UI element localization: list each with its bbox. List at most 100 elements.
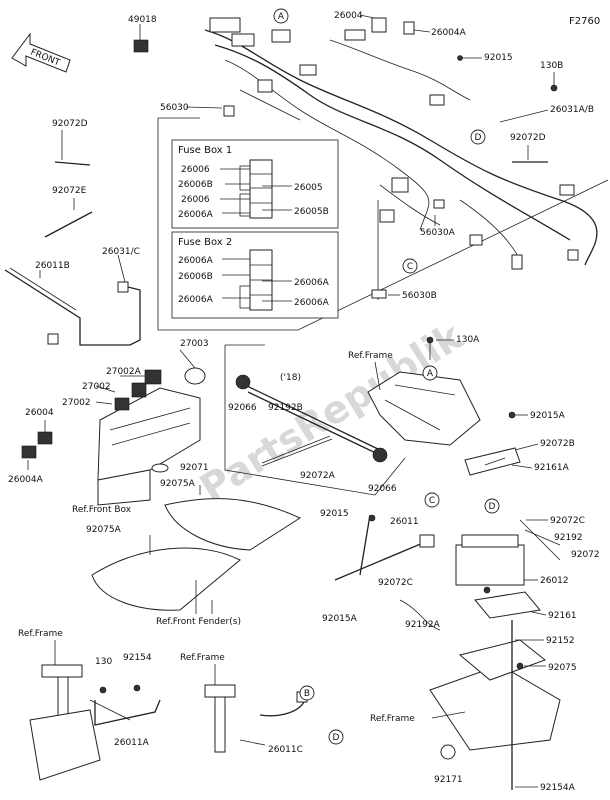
part-92154: 92154 [123,653,152,663]
sub-panel-18: ('18) [224,344,406,496]
part-26004a-top: 26004A [431,28,467,38]
part-92161: 92161 [548,611,577,621]
fuse-box-1-title: Fuse Box 1 [178,145,232,156]
part-92066-a: 92066 [228,403,257,413]
part-92072d-right: 92072D [510,133,546,143]
battery-area [334,411,561,631]
ref-frame-bottom-left: Ref.Frame [18,629,63,639]
ref-frame-top: Ref.Frame [348,351,393,361]
ref-frame-bottom-right: Ref.Frame [370,714,415,724]
part-56030: 56030 [160,103,189,113]
callout-d-bottom: D [328,729,344,745]
callout-c-mid: C [424,492,440,508]
callout-a-mid-label: A [427,369,434,379]
part-130b: 130B [540,61,563,71]
fuse-box-1-left-1: 26006 [181,165,210,175]
fuse-box-1-left-2: 26006B [178,180,213,190]
part-26011c: 26011C [268,745,303,755]
ref-front-box: Ref.Front Box [72,505,132,515]
part-130: 130 [95,657,112,667]
part-49018: 49018 [128,15,157,25]
part-27002a: 27002A [106,367,142,377]
part-92015-top: 92015 [484,53,513,63]
part-26031ab: 26031A/B [550,105,594,115]
frame-bracket-top-right [367,336,481,446]
ref-frame-bottom-middle: Ref.Frame [180,653,225,663]
fuse-box-2-left-3: 26006A [178,295,214,305]
fuse-box-1-left-4: 26006A [178,210,214,220]
part-26012: 26012 [540,576,569,586]
part-92171: 92171 [434,775,463,785]
part-92072e: 92072E [52,186,87,196]
callout-d-top: D [470,129,486,145]
fuse-box-2-right-1: 26006A [294,278,330,288]
part-92072b: 92072B [540,439,575,449]
callout-c-mid-label: C [429,496,435,506]
part-56030b: 56030B [402,291,437,301]
fuse-box-1-right-2: 26005B [294,207,329,217]
callout-c-top: C [402,258,418,274]
part-92015a-1: 92015A [530,411,566,421]
part-92161a: 92161A [534,463,570,473]
part-92192a: 92192A [405,620,441,630]
part-26011a: 26011A [114,738,150,748]
part-92192b: 92192B [268,403,303,413]
callout-a-mid: A [422,365,438,381]
callout-d-bottom-label: D [333,733,340,743]
fuse-box-1-right-1: 26005 [294,183,323,193]
part-92072c-2: 92072C [378,578,413,588]
fuse-box-2-panel: Fuse Box 2 26006A 26006B 26006A 26006A 2… [171,231,339,319]
part-92075: 92075 [548,663,577,673]
part-27002-2: 27002 [62,398,91,408]
part-27002-1: 27002 [82,382,111,392]
part-26031c: 26031/C [102,247,140,257]
part-56030a: 56030A [420,228,456,238]
callout-d-top-label: D [475,133,482,143]
part-92072: 92072 [571,550,600,560]
part-92071: 92071 [180,463,209,473]
part-26004-mid: 26004 [25,408,54,418]
part-92192: 92192 [554,533,583,543]
front-fenders [91,485,302,611]
main-wiring-harness [204,17,598,300]
part-27003: 27003 [180,339,209,349]
part-130a: 130A [456,335,480,345]
front-box-assembly [21,349,206,506]
fuse-box-1-left-3: 26006 [181,195,210,205]
callout-c-top-label: C [407,262,413,272]
part-92075a-2: 92075A [86,525,122,535]
part-92075a-1: 92075A [160,479,196,489]
callout-d-mid-label: D [489,502,496,512]
part-92015a-2: 92015A [322,614,358,624]
part-92152: 92152 [546,636,575,646]
fuse-box-2-title: Fuse Box 2 [178,237,232,248]
part-26011: 26011 [390,517,419,527]
fuse-box-2-right-2: 26006A [294,298,330,308]
fuse-box-2-left-1: 26006A [178,256,214,266]
harness-panel [157,117,609,331]
part-92066-b: 92066 [368,484,397,494]
callout-b-bottom-label: B [304,689,310,699]
frame-bottom-middle [204,684,308,753]
part-26004-top: 26004 [334,11,363,21]
part-92154a: 92154A [540,783,576,793]
callout-d-mid: D [484,498,500,514]
frame-bottom-left [29,664,161,781]
ref-front-fenders: Ref.Front Fender(s) [156,617,241,627]
part-92072c-1: 92072C [550,516,585,526]
callout-a-top: A [273,8,289,24]
fuse-box-1-panel: Fuse Box 1 26006 26006B 26006 26006A 260… [171,139,339,229]
callout-a-top-label: A [278,12,285,22]
front-arrow-icon: FRONT [11,32,71,73]
part-92072a: 92072A [300,471,336,481]
figure-code: F2760 [569,16,600,27]
year-tag: ('18) [280,373,301,383]
part-26004a-mid: 26004A [8,475,44,485]
frame-bottom-right [429,620,561,790]
left-column-parts [4,24,149,346]
fuse-box-2-left-2: 26006B [178,272,213,282]
part-92072d-left: 92072D [52,119,88,129]
part-26011b: 26011B [35,261,70,271]
callout-b-bottom: B [299,685,315,701]
